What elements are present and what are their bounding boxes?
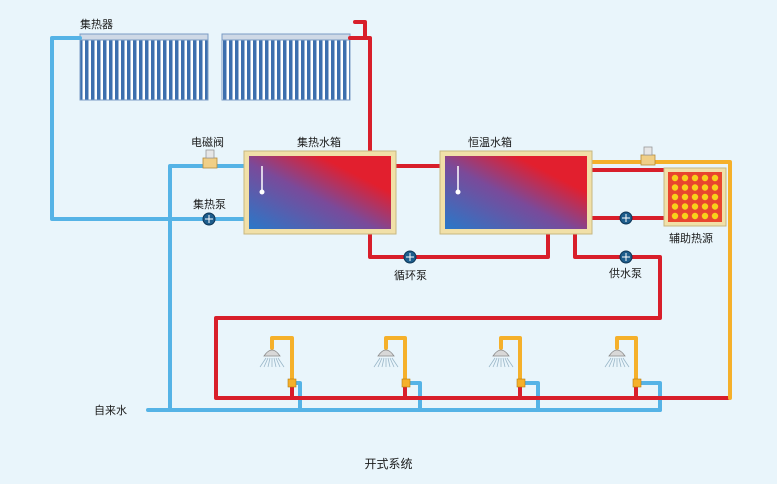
shower-group [259,349,642,388]
heater-dot [711,184,719,191]
shower-head-icon [373,349,411,388]
heater-dot [671,184,679,191]
collector-pump-label: 集热泵 [193,198,226,211]
solenoid-valve-label: 电磁阀 [191,136,224,149]
heater-dot [701,174,709,182]
heater-dot [711,193,719,201]
shower-head-icon [604,349,642,388]
supply-pump-icon [619,250,633,264]
shower-head-icon [259,349,297,388]
collector-pump-icon [202,212,216,226]
heater-dot [691,174,699,182]
heater-dot [671,212,679,220]
heater-element-grid [671,174,719,220]
warm-water-pipes [270,160,732,400]
heater-loop-pump-icon [619,211,633,225]
circulation-pump-icon [403,250,417,264]
auxiliary-heater [663,167,727,227]
aux-heat-source-label: 辅助热源 [669,232,713,245]
collector-tank [243,150,397,235]
heater-dot [681,184,689,191]
collector-tank-label: 集热水箱 [297,136,341,149]
heater-dot [681,212,689,220]
heater-dot [691,184,699,191]
heater-dot [701,212,709,220]
supply-pump-label: 供水泵 [609,267,642,280]
collector-label: 集热器 [80,18,113,31]
heater-dot [711,212,719,220]
constant-temp-tank [439,150,593,235]
solar-collector [79,33,351,101]
heater-dot [691,212,699,220]
solenoid-valve-icon [202,149,218,169]
supply-solenoid-valve-icon [640,146,656,166]
heater-dot [701,203,709,210]
heater-dot [701,193,709,201]
constant-temp-tank-label: 恒温水箱 [468,136,512,149]
heater-dot [671,203,679,210]
heater-dot [711,174,719,182]
heater-dot [691,193,699,201]
heater-dot [711,203,719,210]
tap-water-label: 自来水 [94,404,127,417]
heater-dot [691,203,699,210]
circulation-pump-label: 循环泵 [394,269,427,282]
heater-dot [681,193,689,201]
diagram-caption: 开式系统 [364,457,413,471]
shower-head-icon [488,349,526,388]
heater-dot [671,193,679,201]
heater-dot [681,174,689,182]
heater-dot [681,203,689,210]
heater-dot [671,174,679,182]
heater-dot [701,184,709,191]
